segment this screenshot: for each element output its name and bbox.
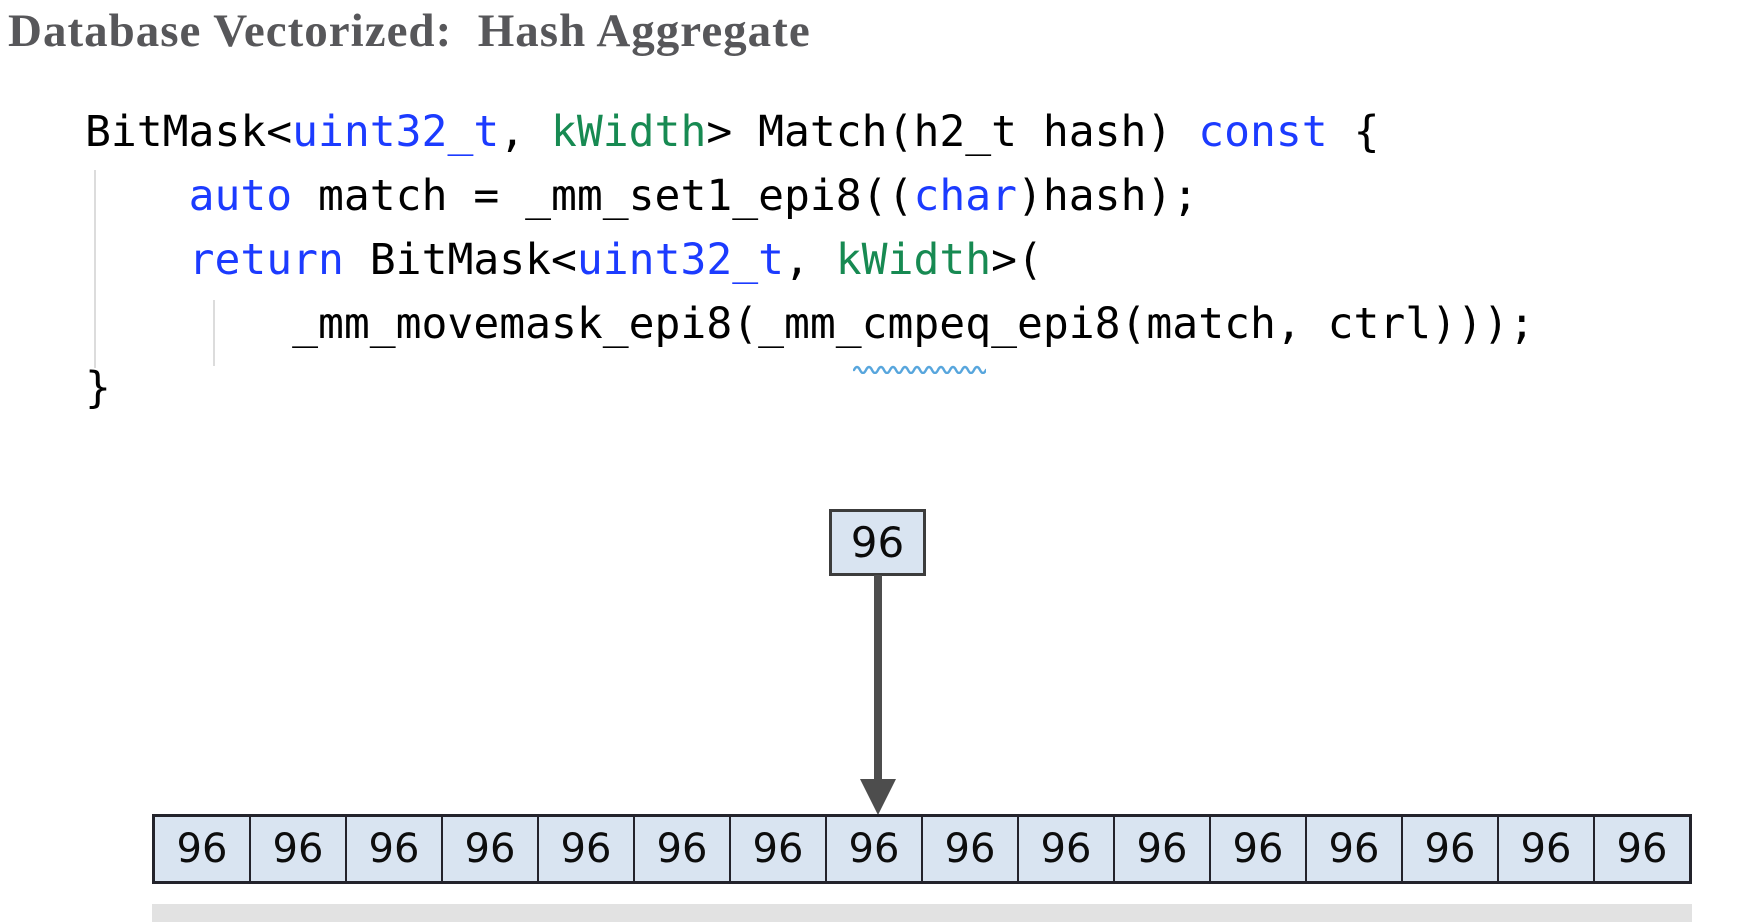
code-token <box>85 235 189 285</box>
code-token: , <box>499 107 551 157</box>
code-token: { <box>1327 107 1380 157</box>
spellcheck-squiggle-icon <box>853 365 986 374</box>
vector-cell: 96 <box>443 817 539 881</box>
vector-cell: 96 <box>1499 817 1595 881</box>
vector-cell: 96 <box>251 817 347 881</box>
code-token: match = _mm_set1_epi8(( <box>292 171 914 221</box>
indent-guide <box>94 170 96 368</box>
down-arrow-shaft <box>874 575 882 781</box>
code-token: >( <box>991 235 1043 285</box>
hash-value-box: 96 <box>829 509 926 576</box>
code-token: )hash); <box>1017 171 1199 221</box>
indent-guide <box>213 300 215 366</box>
code-token: , <box>784 235 836 285</box>
code-token: kWidth <box>551 107 707 157</box>
vector-cell: 96 <box>1403 817 1499 881</box>
code-line: return BitMask<uint32_t, kWidth>( <box>85 228 1535 292</box>
vector-cell: 96 <box>731 817 827 881</box>
vector-cell: 96 <box>1595 817 1689 881</box>
code-token: return <box>188 235 344 285</box>
cutoff-gray-band <box>152 904 1692 922</box>
vector-cell: 96 <box>155 817 251 881</box>
code-block: BitMask<uint32_t, kWidth> Match(h2_t has… <box>85 100 1535 420</box>
code-token: BitMask< <box>85 107 293 157</box>
vector-cell: 96 <box>635 817 731 881</box>
code-line: auto match = _mm_set1_epi8((char)hash); <box>85 164 1535 228</box>
code-token: > Match(h2_t hash) <box>706 107 1199 157</box>
vector-cell: 96 <box>1115 817 1211 881</box>
code-line: _mm_movemask_epi8(_mm_cmpeq_epi8(match, … <box>85 292 1535 356</box>
vector-cell: 96 <box>347 817 443 881</box>
slide-title: Database Vectorized: Hash Aggregate <box>8 5 811 57</box>
vector-cell: 96 <box>1211 817 1307 881</box>
code-token: uint32_t <box>576 235 785 285</box>
vector-cell: 96 <box>1019 817 1115 881</box>
code-token: _mm_movemask_epi8(_mm_cmpeq_epi8(match, … <box>85 299 1535 349</box>
code-line: BitMask<uint32_t, kWidth> Match(h2_t has… <box>85 100 1535 164</box>
vector-cell: 96 <box>827 817 923 881</box>
code-line: } <box>85 356 1535 420</box>
code-token: uint32_t <box>292 107 500 157</box>
code-token: auto <box>188 171 293 221</box>
down-arrow-head-icon <box>860 779 896 815</box>
hash-value-label: 96 <box>850 518 905 567</box>
code-token: } <box>85 363 111 413</box>
code-token <box>85 171 189 221</box>
vector-cell: 96 <box>539 817 635 881</box>
code-token: BitMask< <box>343 235 577 285</box>
code-token: kWidth <box>835 235 992 285</box>
vector-cell: 96 <box>923 817 1019 881</box>
vector-cell: 96 <box>1307 817 1403 881</box>
code-token: char <box>913 171 1018 221</box>
code-token: const <box>1198 107 1328 157</box>
